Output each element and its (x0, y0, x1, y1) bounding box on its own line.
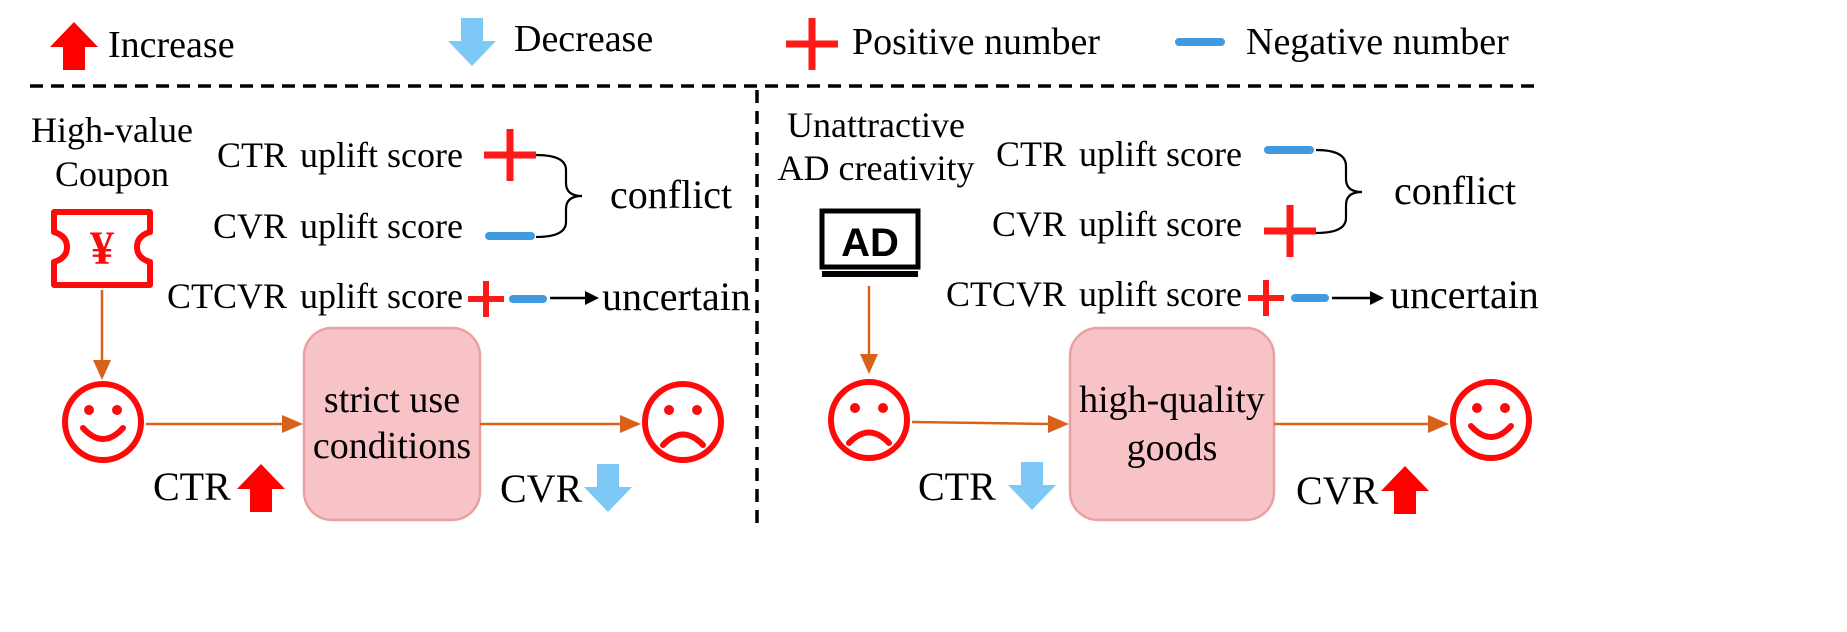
ad-monitor-text: AD (841, 221, 899, 265)
coupon-icon: ¥ (51, 209, 153, 288)
negative-minus-icon (1175, 38, 1225, 46)
right-uncertain-label: uncertain (1390, 272, 1539, 317)
left-ctcvr-plus-icon (468, 281, 504, 317)
legend-decrease-label: Decrease (514, 18, 653, 60)
right-ctcvr-metric: CTCVR (946, 274, 1066, 314)
right-face-to-box-arrow-head (1048, 415, 1069, 433)
left-ctcvr-uplift-label: uplift score (300, 276, 463, 316)
left-cvr-decrease-icon (584, 464, 632, 512)
left-source-arrow-head (93, 360, 111, 380)
right-cvr-uplift-label: uplift score (1079, 204, 1242, 244)
left-conflict-brace (535, 153, 583, 239)
right-ctr-minus-icon (1264, 146, 1314, 154)
left-cvr-uplift-label: uplift score (300, 206, 463, 246)
left-source-line2: Coupon (55, 154, 169, 194)
left-ctr-uplift-label: uplift score (300, 135, 463, 175)
ad-monitor-icon: AD (819, 208, 921, 277)
positive-plus-icon (786, 18, 838, 70)
right-uncertain-arrow-head (1370, 291, 1384, 305)
right-box-line2: goods (1127, 427, 1218, 469)
right-ctcvr-minus-icon (1291, 294, 1329, 302)
legend: Increase Decrease Positive number Negati… (50, 18, 1509, 70)
right-conflict-label: conflict (1394, 168, 1516, 213)
left-cvr-metric: CVR (213, 206, 287, 246)
left-conflict-label: conflict (610, 172, 732, 217)
right-box-line1: high-quality (1079, 379, 1265, 421)
right-cvr-metric: CVR (992, 204, 1066, 244)
right-happy-face-icon (1450, 379, 1532, 461)
left-uncertain-label: uncertain (602, 274, 751, 319)
left-source-line1: High-value (31, 110, 193, 150)
left-ctr-increase-icon (237, 464, 285, 512)
right-condition-box (1068, 326, 1276, 522)
right-cvr-label: CVR (1296, 468, 1379, 513)
legend-increase-label: Increase (108, 24, 235, 66)
left-sad-face-icon (642, 381, 724, 463)
legend-positive-label: Positive number (852, 21, 1100, 63)
right-box-to-face-arrow-head (1428, 415, 1449, 433)
right-source-line2: AD creativity (778, 148, 975, 188)
right-cvr-increase-icon (1381, 466, 1429, 514)
right-ctr-metric: CTR (996, 134, 1066, 174)
decrease-arrow-icon (448, 18, 496, 66)
increase-arrow-icon (50, 22, 98, 70)
left-ctcvr-metric: CTCVR (167, 276, 287, 316)
left-cvr-minus-icon (485, 232, 535, 240)
right-ctcvr-uplift-label: uplift score (1079, 274, 1242, 314)
right-ctcvr-plus-icon (1248, 280, 1284, 316)
right-panel: Unattractive AD creativity AD CTR uplift… (778, 105, 1539, 522)
left-box-line2: conditions (313, 425, 471, 467)
left-ctr-metric: CTR (217, 135, 287, 175)
right-face-to-box-arrow (911, 420, 1049, 426)
right-source-line1: Unattractive (787, 105, 965, 145)
left-cvr-label: CVR (500, 466, 583, 511)
left-ctcvr-minus-icon (509, 295, 547, 303)
left-ctr-label: CTR (153, 464, 231, 509)
left-happy-face-icon (62, 381, 144, 463)
right-conflict-brace (1315, 148, 1363, 235)
right-cvr-plus-icon (1264, 205, 1316, 257)
right-ctr-label: CTR (918, 464, 996, 509)
coupon-yen-symbol: ¥ (90, 222, 114, 275)
left-box-line1: strict use (324, 379, 460, 421)
left-condition-box (302, 326, 482, 522)
left-ctr-plus-icon (484, 129, 536, 181)
left-panel: High-value Coupon ¥ CTR uplift score CVR… (31, 110, 751, 522)
left-uncertain-arrow-head (585, 291, 599, 305)
right-ctr-uplift-label: uplift score (1079, 134, 1242, 174)
right-source-arrow-head (860, 354, 878, 374)
legend-negative-label: Negative number (1246, 21, 1509, 63)
right-ctr-decrease-icon (1008, 462, 1056, 510)
left-box-to-face-arrow-head (620, 415, 641, 433)
left-face-to-box-arrow-head (282, 415, 303, 433)
right-sad-face-icon (828, 379, 910, 461)
